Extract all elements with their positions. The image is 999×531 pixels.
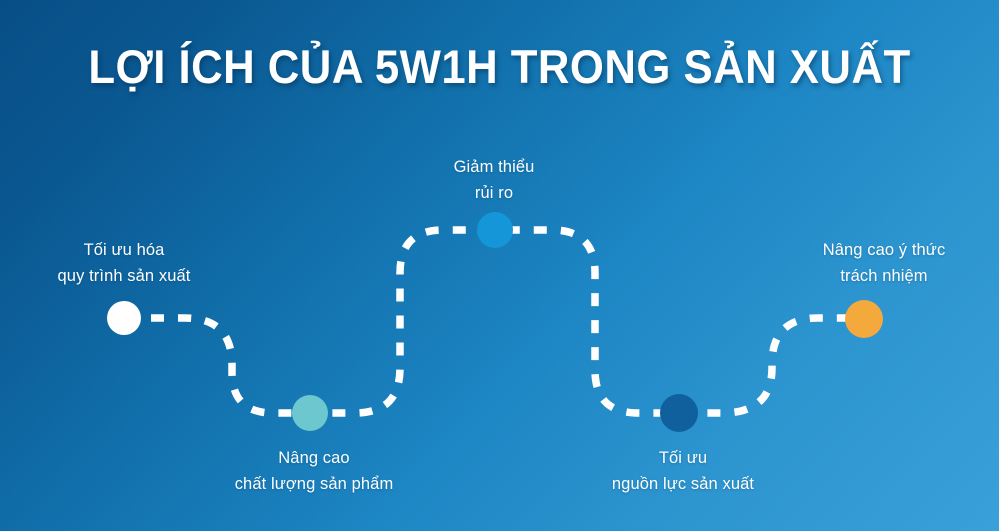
label-step-1-line1: Tối ưu hóa [83,241,165,259]
label-step-3: Giảm thiểu rủi ro [454,155,535,206]
dashed-connector-path [124,226,864,417]
node-step-5[interactable] [845,300,883,338]
node-step-4[interactable] [660,394,698,432]
node-step-1[interactable] [107,301,141,335]
label-step-5-line1: Nâng cao ý thức [822,241,946,259]
label-step-5: Nâng cao ý thức trách nhiệm [823,238,946,289]
label-step-2: Nâng cao chất lượng sản phẩm [235,446,394,497]
page-title: LỢI ÍCH CỦA 5W1H TRONG SẢN XUẤT [88,40,911,93]
label-step-4-line1: Tối ưu [658,449,708,467]
label-step-2-line1: Nâng cao [278,449,350,467]
label-step-3-line2: rủi ro [474,183,514,202]
label-step-3-line1: Giảm thiểu [453,158,535,176]
label-step-2-line2: chất lượng sản phẩm [234,474,394,493]
label-step-5-line2: trách nhiệm [840,266,928,285]
label-step-4-line2: nguồn lực sản xuất [611,474,755,493]
label-step-1: Tối ưu hóa quy trình sản xuất [58,238,191,289]
label-step-4: Tối ưu nguồn lực sản xuất [612,446,754,497]
node-step-2[interactable] [292,395,328,431]
label-step-1-line2: quy trình sản xuất [57,266,191,285]
node-step-3[interactable] [477,212,513,248]
